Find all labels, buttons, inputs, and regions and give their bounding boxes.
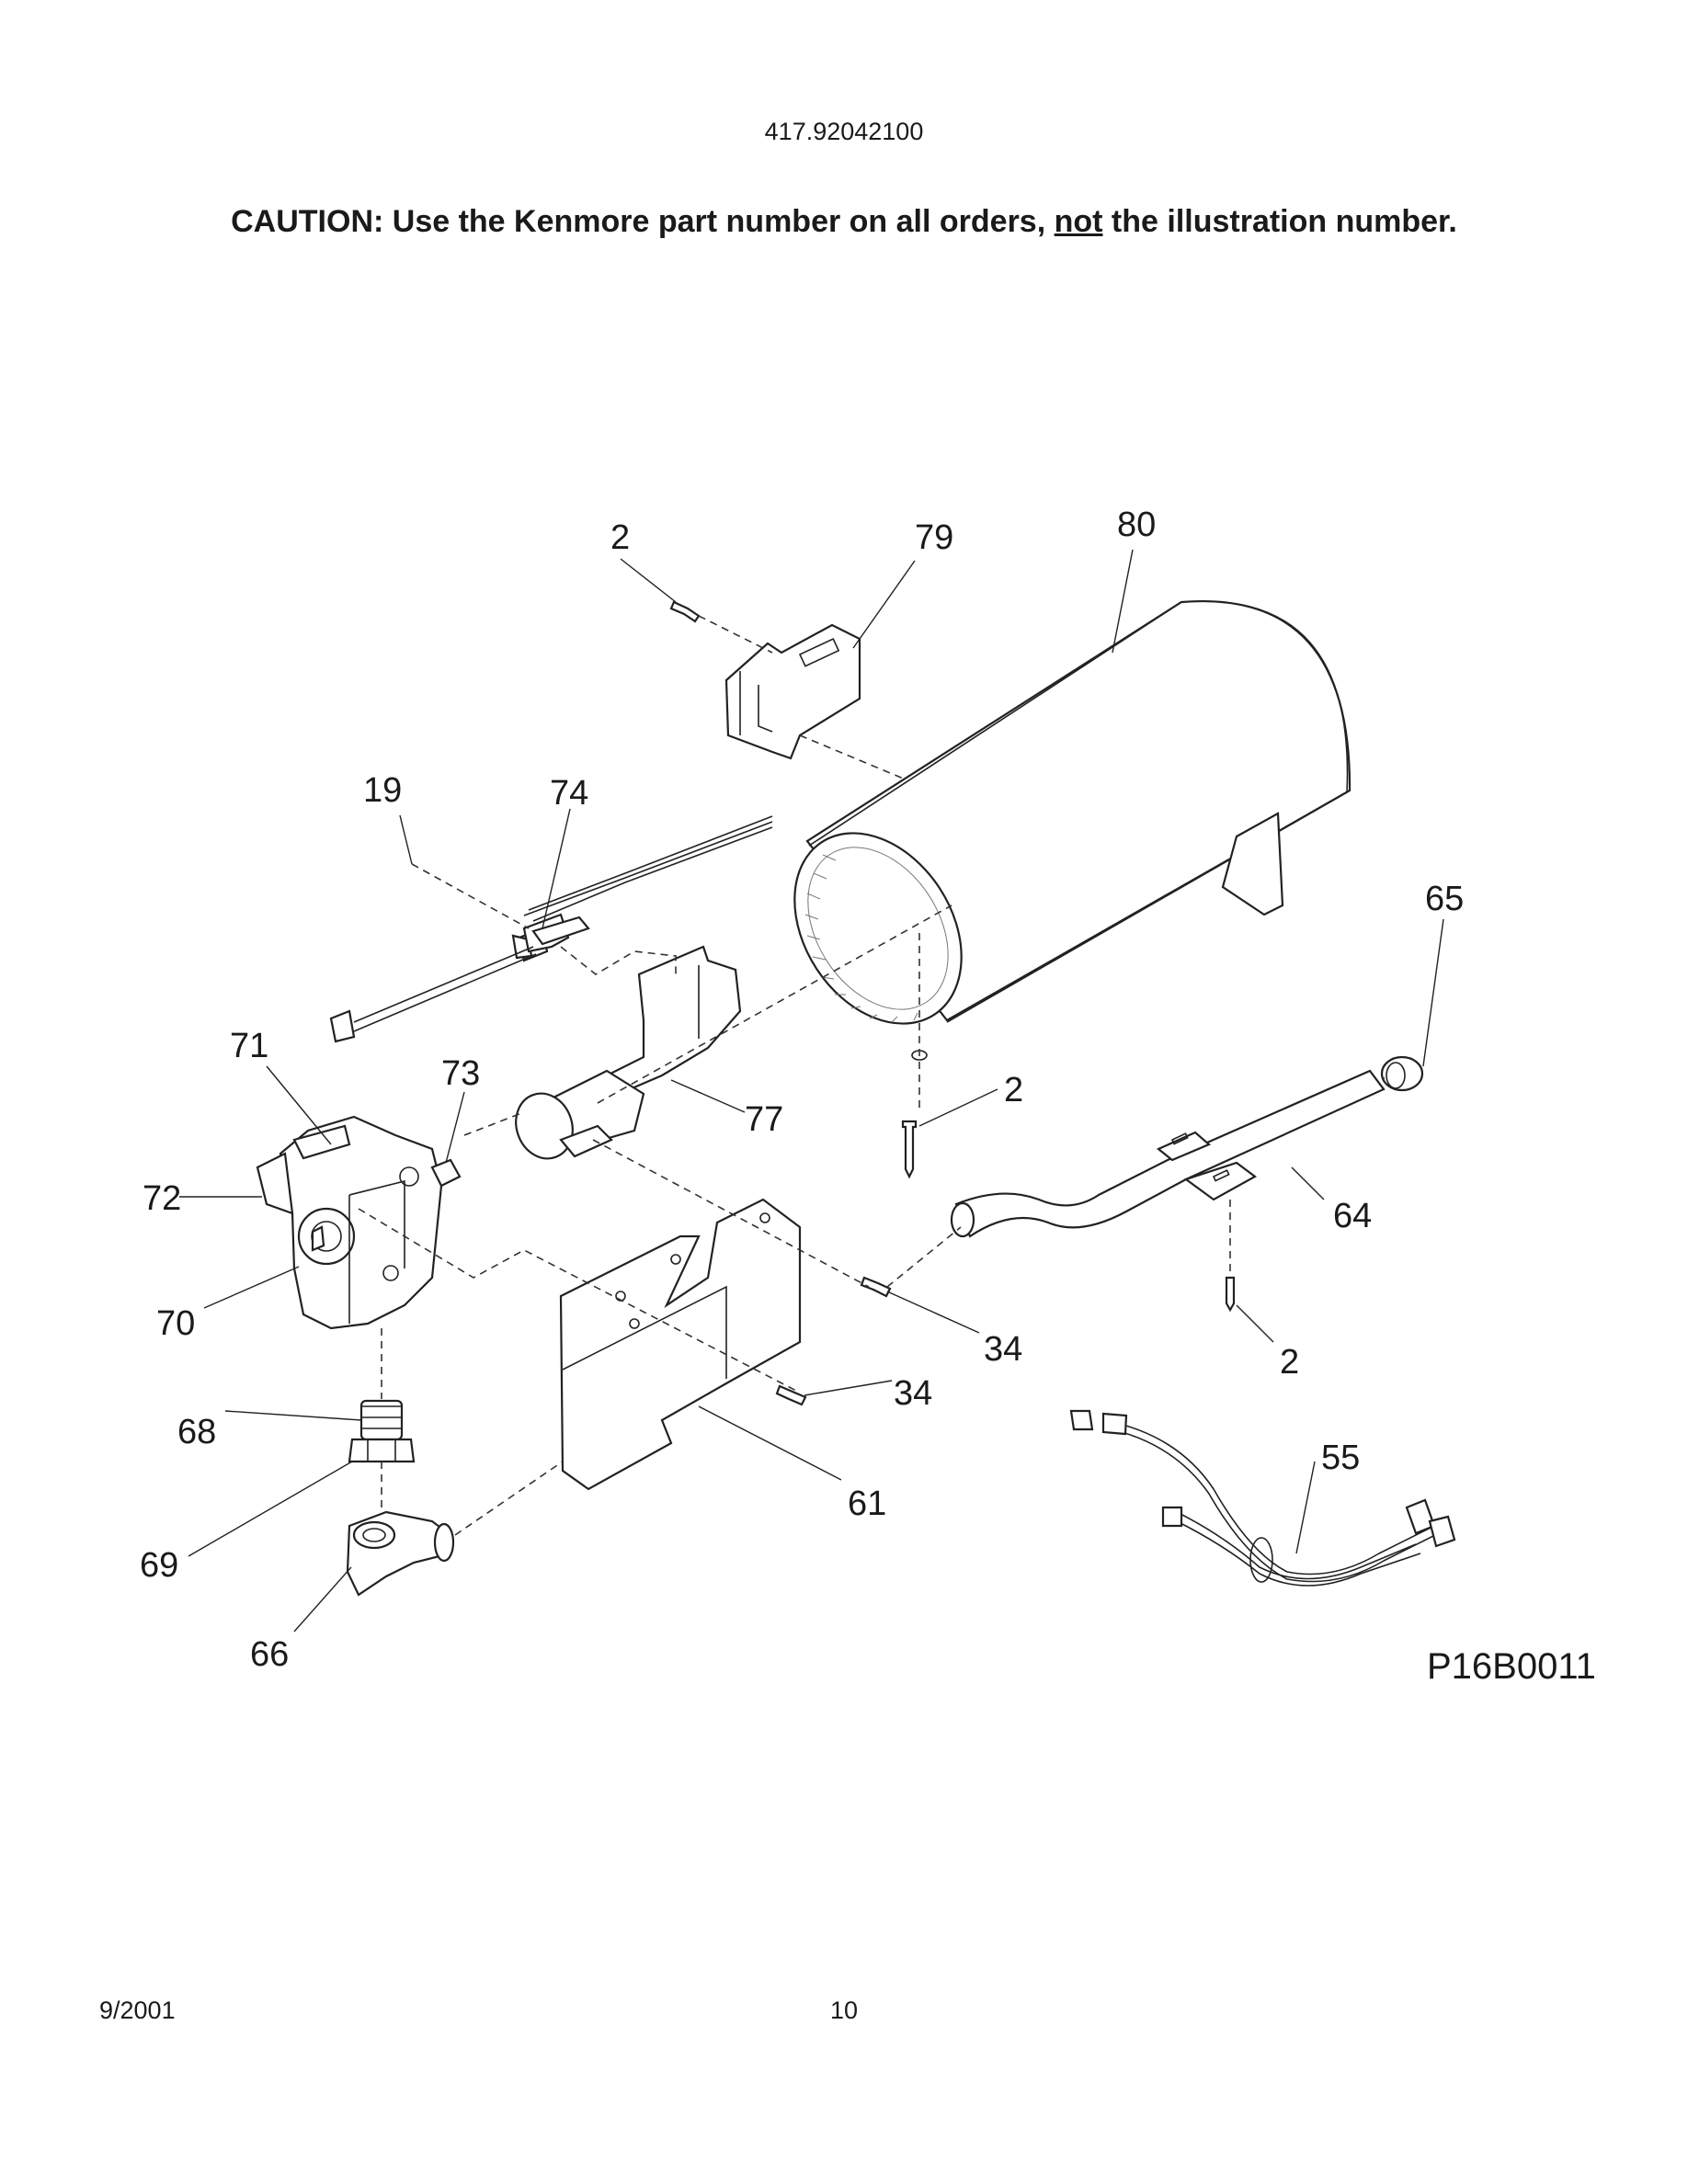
burner-cylinder bbox=[793, 599, 1352, 1061]
model-number: 417.92042100 bbox=[764, 118, 924, 145]
callout-2-low: 2 bbox=[1280, 1343, 1299, 1382]
callout-73: 73 bbox=[441, 1054, 480, 1093]
caution-suffix: the illustration number. bbox=[1111, 204, 1457, 239]
callout-74: 74 bbox=[550, 774, 588, 813]
callout-72: 72 bbox=[143, 1179, 181, 1218]
gas-valve bbox=[256, 1115, 462, 1330]
heat-shield bbox=[559, 1198, 802, 1491]
wire-harness bbox=[1069, 1409, 1456, 1587]
callout-2-top: 2 bbox=[610, 518, 630, 557]
callout-19: 19 bbox=[363, 771, 402, 810]
callout-71: 71 bbox=[230, 1027, 268, 1065]
callout-labels: 2 79 80 19 74 65 71 73 77 2 72 64 70 34 … bbox=[140, 506, 1464, 1674]
callout-79: 79 bbox=[915, 518, 953, 557]
screw-mid bbox=[901, 1120, 918, 1179]
footer-date: 9/2001 bbox=[99, 1996, 176, 2024]
callout-77: 77 bbox=[745, 1100, 783, 1139]
caution-prefix: CAUTION: Use the Kenmore part number on … bbox=[231, 204, 1046, 239]
callout-2-mid: 2 bbox=[1004, 1071, 1023, 1109]
callout-69: 69 bbox=[140, 1546, 178, 1585]
callout-65: 65 bbox=[1425, 880, 1464, 918]
orifice-fitting bbox=[359, 1399, 404, 1441]
screw-34b bbox=[775, 1384, 807, 1406]
callout-34b: 34 bbox=[894, 1374, 932, 1413]
callout-66: 66 bbox=[250, 1635, 289, 1674]
caution-notice: CAUTION: Use the Kenmore part number on … bbox=[0, 204, 1688, 240]
callout-68: 68 bbox=[177, 1413, 216, 1451]
gas-elbow bbox=[346, 1510, 455, 1597]
fitting-nut bbox=[348, 1438, 416, 1463]
leader-lines bbox=[179, 549, 1444, 1632]
screw-low bbox=[1225, 1276, 1236, 1313]
footer-page-number: 10 bbox=[829, 1996, 859, 2024]
callout-55: 55 bbox=[1321, 1439, 1360, 1477]
end-cap bbox=[1380, 1055, 1424, 1092]
callout-61: 61 bbox=[848, 1484, 886, 1523]
burner-tube bbox=[515, 945, 742, 1160]
assembly-guide-lines bbox=[358, 615, 1385, 1536]
mounting-bracket bbox=[724, 623, 861, 760]
callout-64: 64 bbox=[1333, 1197, 1372, 1235]
screw-34a bbox=[860, 1276, 892, 1298]
flame-sensor-assembly bbox=[329, 815, 773, 1043]
callout-80: 80 bbox=[1117, 506, 1156, 544]
callout-70: 70 bbox=[156, 1304, 195, 1343]
callout-34a: 34 bbox=[984, 1330, 1022, 1369]
caution-emphasis: not bbox=[1054, 204, 1103, 239]
screw-top bbox=[669, 600, 701, 623]
crossover-tube bbox=[950, 1069, 1386, 1238]
diagram-code: P16B0011 bbox=[1427, 1646, 1596, 1687]
